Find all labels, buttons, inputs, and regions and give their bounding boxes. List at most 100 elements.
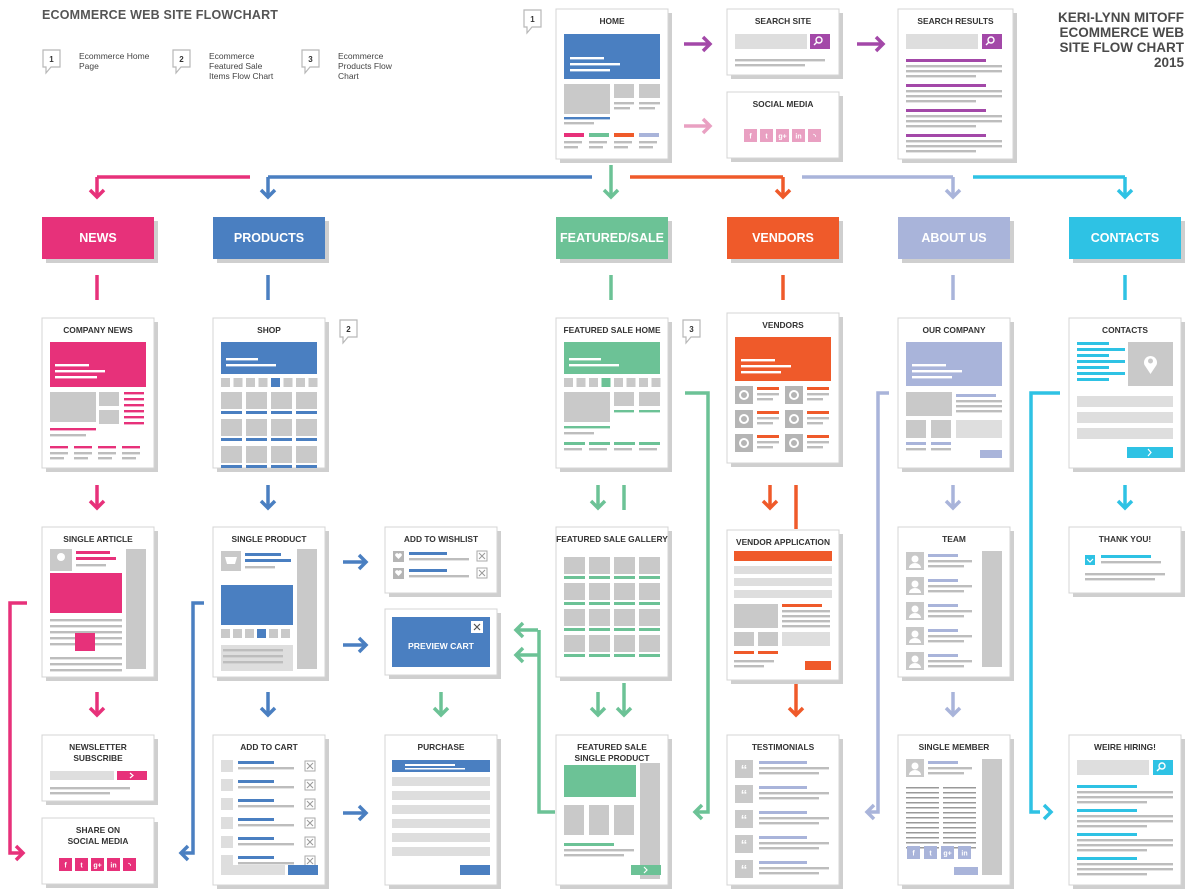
heart-icon — [395, 553, 402, 559]
page-card-title: ADD TO WISHLIST — [404, 534, 479, 544]
page-preview-cart: PREVIEW CART — [384, 608, 501, 679]
section-featured: FEATURED/SALE — [556, 217, 672, 263]
section-news: NEWS — [42, 217, 158, 263]
quote-icon: “ — [741, 787, 748, 802]
quote-icon: “ — [741, 762, 748, 777]
avatar-icon — [57, 553, 65, 561]
products-arrows — [259, 485, 369, 822]
marker-number: 2 — [346, 325, 351, 334]
section-label: VENDORS — [752, 231, 814, 245]
page-card-title: SEARCH RESULTS — [917, 16, 994, 26]
social-icon: t — [765, 134, 768, 141]
page-card-title: FEATURED SALE GALLERY — [556, 534, 668, 544]
social-icon: g+ — [943, 851, 951, 858]
page-vendors: VENDORS — [726, 312, 843, 467]
credit-subtitle-2: SITE FLOW CHART — [1059, 40, 1185, 55]
section-products: PRODUCTS — [213, 217, 329, 263]
page-single-article: SINGLE ARTICLE — [41, 526, 158, 681]
legend-2-line-3: Items Flow Chart — [209, 71, 274, 81]
avatar-icon — [911, 555, 919, 563]
page-card-title: SUBSCRIBE — [73, 753, 123, 763]
credit-subtitle-1: ECOMMERCE WEB — [1059, 25, 1185, 40]
gear-icon — [789, 438, 799, 448]
legend-3-line-1: Ecommerce — [338, 51, 384, 61]
page-our-company: OUR COMPANY — [897, 317, 1014, 472]
map-pin-icon — [1144, 355, 1157, 374]
page-card-title: OUR COMPANY — [922, 325, 986, 335]
page-card-title: PREVIEW CART — [408, 641, 475, 651]
social-icon: g+ — [778, 134, 786, 141]
home-marker: 1 — [523, 9, 542, 35]
marker-number: 1 — [49, 55, 54, 64]
social-icon: t — [80, 863, 83, 870]
social-icon: t — [929, 851, 932, 858]
avatar-icon — [911, 630, 919, 638]
gear-icon — [789, 414, 799, 424]
marker-number: 2 — [179, 55, 184, 64]
section-about: ABOUT US — [898, 217, 1014, 263]
section-contacts: CONTACTS — [1069, 217, 1185, 263]
page-testimonials: TESTIMONIALS “ “ “ “ “ — [726, 734, 843, 889]
legend-3-line-2: Products Flow — [338, 61, 392, 71]
gear-icon — [739, 414, 749, 424]
legend-item-1-text: Ecommerce Home Page — [79, 51, 159, 71]
avatar-icon — [911, 580, 919, 588]
legend-2-line-2: Featured Sale — [209, 61, 263, 71]
page-card-title: SOCIAL MEDIA — [68, 836, 129, 846]
marker-number: 1 — [530, 15, 535, 24]
section-vendors: VENDORS — [727, 217, 843, 263]
avatar-icon — [911, 605, 919, 613]
legend-1-line-1: Ecommerce Home — [79, 51, 150, 61]
section-label: FEATURED/SALE — [560, 231, 664, 245]
section-label: ABOUT US — [921, 231, 986, 245]
social-icon: in — [961, 851, 967, 858]
page-search-site: SEARCH SITE — [726, 8, 843, 79]
quote-icon: “ — [741, 812, 748, 827]
page-purchase: PURCHASE — [384, 734, 501, 889]
gear-icon — [789, 390, 799, 400]
page-home: HOME — [555, 8, 672, 163]
avatar-icon — [911, 655, 919, 663]
legend-3-line-3: Chart — [338, 71, 359, 81]
page-card-title: HOME — [599, 16, 625, 26]
page-single-product: SINGLE PRODUCT — [212, 526, 329, 681]
page-card-title: CONTACTS — [1102, 325, 1148, 335]
page-card-title: SEARCH SITE — [755, 16, 812, 26]
social-icon: ◝ — [812, 134, 816, 141]
page-card-title: COMPANY NEWS — [63, 325, 133, 335]
quote-icon: “ — [741, 837, 748, 852]
section-label: NEWS — [79, 231, 117, 245]
social-icon: in — [795, 134, 801, 141]
page-vendor-application: VENDOR APPLICATION — [726, 529, 843, 684]
page-card-title: TESTIMONIALS — [752, 742, 815, 752]
marker-number: 3 — [689, 325, 694, 334]
news-arrows — [88, 485, 106, 718]
page-card-title: TEAM — [942, 534, 966, 544]
news-loop-connector — [8, 601, 27, 862]
products-loop-connector — [178, 601, 204, 862]
legend-2-line-1: Ecommerce — [209, 51, 255, 61]
heart-icon — [395, 570, 402, 576]
search-icon — [1158, 762, 1166, 770]
basket-icon — [225, 557, 237, 564]
page-shop: SHOP — [212, 317, 329, 472]
search-icon — [815, 36, 823, 44]
credit-block: KERI-LYNN MITOFF ECOMMERCE WEB SITE FLOW… — [1058, 10, 1184, 70]
about-arrows — [864, 391, 962, 821]
social-icon: f — [64, 863, 67, 870]
page-card-title: VENDOR APPLICATION — [736, 537, 830, 547]
page-card-title: SINGLE PRODUCT — [575, 753, 651, 763]
page-card-title: VENDORS — [762, 320, 804, 330]
page-add-to-cart: ADD TO CART — [212, 734, 329, 889]
page-card-title: FEATURED SALE HOME — [563, 325, 661, 335]
page-card-title: SINGLE MEMBER — [919, 742, 990, 752]
quote-icon: “ — [741, 862, 748, 877]
social-icon: f — [749, 134, 752, 141]
